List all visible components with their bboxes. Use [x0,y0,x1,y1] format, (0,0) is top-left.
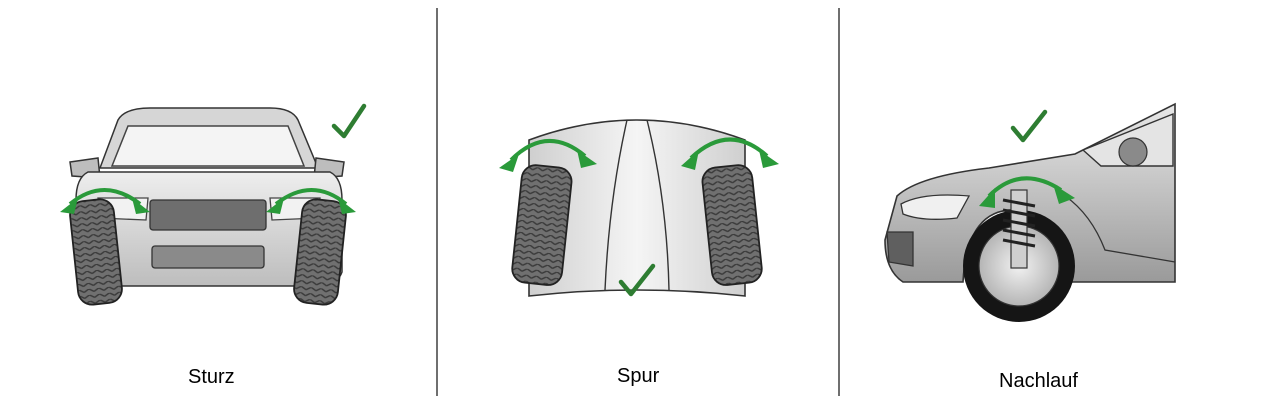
panel-camber: Sturz [0,0,436,418]
panel-caster: Nachlauf [839,0,1276,418]
car-front-view-illustration [60,103,367,306]
car-side-view-illustration [884,102,1176,322]
check-icon [618,263,656,297]
panel-toe: Spur [437,0,838,418]
divider-left [436,8,438,396]
car-top-view-illustration [499,119,779,297]
divider-right [838,8,840,396]
caster-label: Nachlauf [999,370,1078,392]
check-icon [331,103,367,139]
toe-label: Spur [617,365,660,387]
camber-label: Sturz [188,366,235,388]
check-icon [1010,109,1048,143]
